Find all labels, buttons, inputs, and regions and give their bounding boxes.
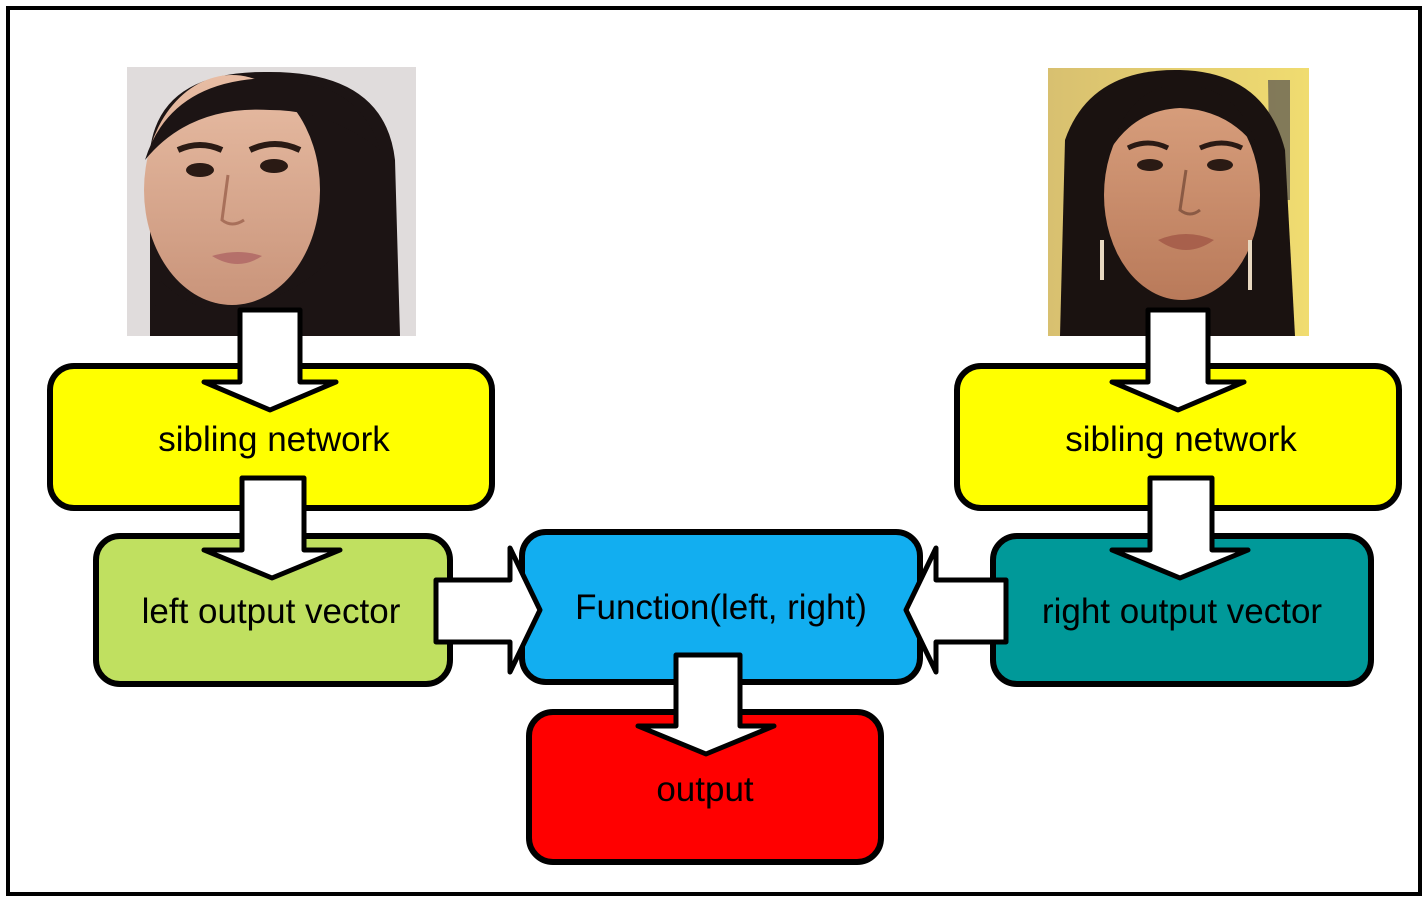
output-label: output [656,770,754,809]
arrow-down-left-2 [201,475,343,581]
right-output-vector-label: right output vector [1041,592,1323,631]
function-label: Function(left, right) [575,588,867,627]
left-face-photo [127,67,416,336]
left-output-vector-label: left output vector [141,592,401,631]
right-face-photo [1048,68,1309,336]
arrow-down-right-1 [1109,307,1247,413]
arrow-right-left-vector [433,545,543,675]
right-sibling-network-label: sibling network [1065,420,1297,459]
left-sibling-network-label: sibling network [158,420,390,459]
arrow-down-function [635,652,777,757]
arrow-down-left-1 [201,307,339,413]
arrow-left-right-vector [903,545,1009,675]
arrow-down-right-2 [1109,475,1251,581]
